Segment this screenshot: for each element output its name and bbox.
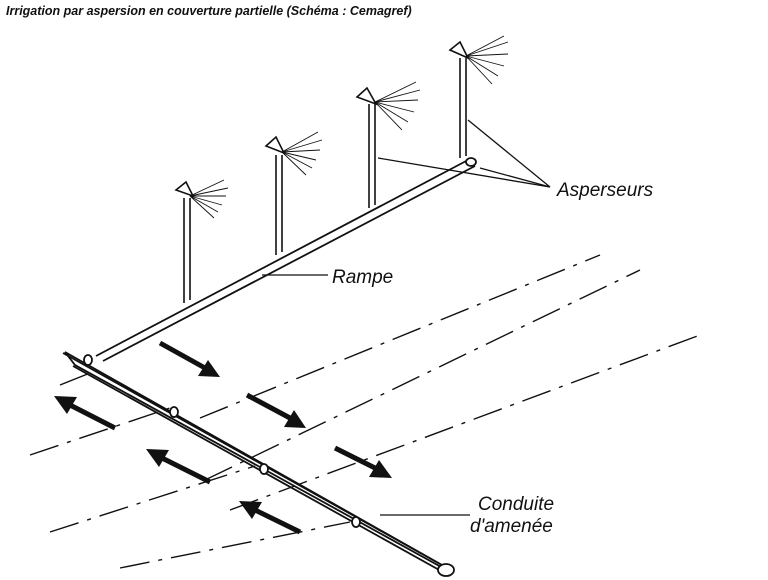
row-line: [229, 334, 701, 511]
row-line: [49, 465, 256, 533]
leader-sprinklers: [377, 157, 551, 188]
pipe-end: [437, 563, 455, 577]
pipe-outlet: [259, 463, 269, 475]
label-supply-line-2: d'amenée: [470, 516, 553, 537]
movement-arrows: [54, 340, 392, 535]
lateral-pipe: [95, 157, 477, 362]
row-line: [29, 407, 171, 456]
pipe-outlet: [351, 516, 361, 528]
arrow-left-icon: [239, 501, 302, 535]
arrow-left-icon: [54, 396, 117, 431]
leader-sprinklers: [467, 119, 551, 188]
arrow-left-icon: [146, 449, 212, 485]
field-row-lines: [29, 254, 701, 569]
lateral-end: [465, 157, 477, 167]
sprinkler: [264, 131, 323, 255]
arrow-right-icon: [158, 340, 220, 377]
label-supply-line-1: Conduite: [478, 494, 554, 515]
sprinklers: [174, 35, 509, 303]
leader-lines: [262, 119, 551, 516]
diagram-title: Irrigation par aspersion en couverture p…: [6, 4, 412, 18]
arrow-right-icon: [333, 445, 392, 478]
label-sprinklers: Asperseurs: [556, 180, 654, 201]
row-line: [119, 521, 351, 569]
label-lateral: Rampe: [332, 267, 393, 288]
leader-sprinklers: [479, 167, 551, 188]
pipe-outlet: [83, 354, 93, 366]
sprinkler: [174, 179, 229, 303]
sprinkler: [355, 81, 421, 208]
pipe-outlet: [169, 406, 179, 418]
supply-pipe: [62, 351, 455, 577]
row-line: [199, 254, 601, 419]
arrow-right-icon: [245, 392, 306, 428]
row-line: [204, 269, 641, 481]
row-line: [59, 372, 91, 386]
sprinkler: [448, 35, 509, 158]
